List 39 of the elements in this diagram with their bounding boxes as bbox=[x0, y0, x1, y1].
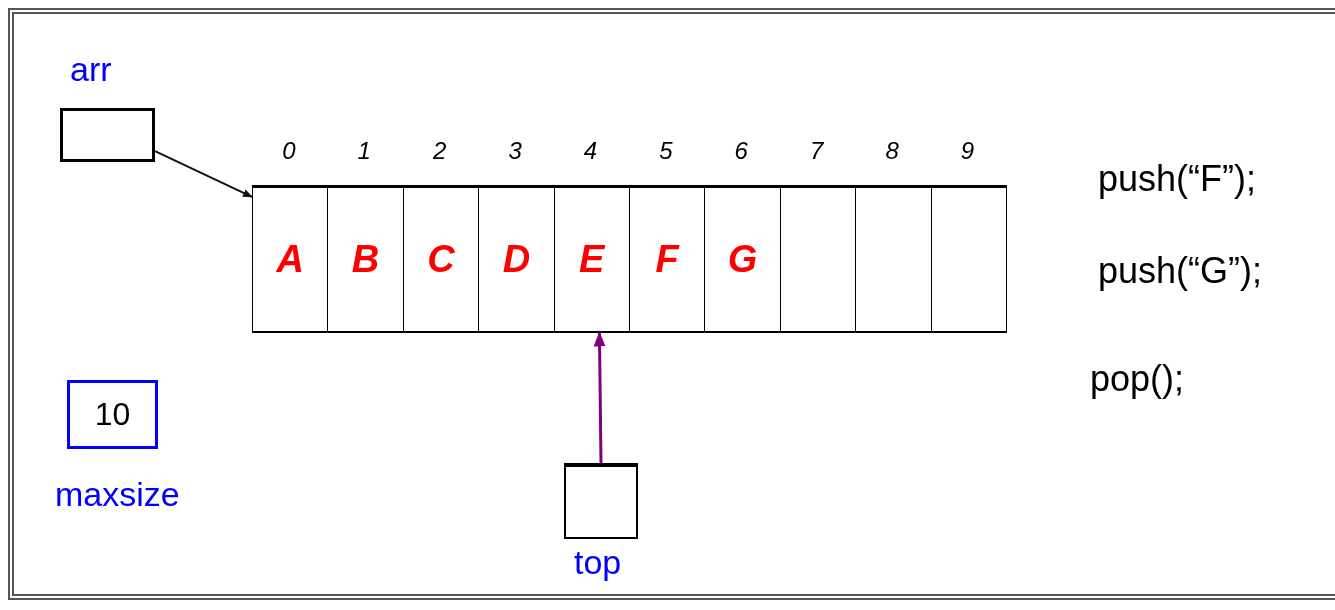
array-cell bbox=[478, 185, 555, 333]
index-label: 9 bbox=[960, 137, 975, 165]
array-cell bbox=[704, 185, 781, 333]
index-label: 0 bbox=[282, 137, 296, 165]
array-cell bbox=[252, 185, 329, 333]
arrow bbox=[593, 331, 606, 464]
array-cell bbox=[855, 185, 932, 333]
pointer-box bbox=[60, 108, 155, 162]
variable-name: maxsize bbox=[55, 475, 180, 514]
array-cell bbox=[402, 185, 480, 333]
cell-value: C bbox=[427, 238, 455, 281]
cell-value: G bbox=[727, 238, 758, 281]
cell-value: E bbox=[579, 238, 605, 281]
cell-value: B bbox=[351, 238, 380, 281]
code-statement: pop(); bbox=[1090, 358, 1185, 400]
array-cell bbox=[327, 185, 404, 333]
variable-name: top bbox=[574, 543, 622, 582]
index-label: 8 bbox=[885, 137, 899, 165]
index-label: 7 bbox=[810, 137, 824, 165]
index-label: 6 bbox=[734, 137, 748, 165]
array-cell bbox=[629, 185, 706, 333]
arrow bbox=[154, 150, 253, 198]
array-cell bbox=[930, 185, 1007, 333]
array-cell bbox=[779, 185, 857, 333]
variable-name: arr bbox=[70, 50, 112, 89]
array-cell bbox=[553, 185, 630, 333]
index-label: 5 bbox=[659, 137, 673, 165]
cell-value: A bbox=[276, 238, 304, 281]
pointer-box bbox=[564, 463, 638, 539]
code-statement: push(“F”); bbox=[1098, 158, 1256, 200]
index-label: 3 bbox=[508, 137, 522, 165]
cell-value: F bbox=[655, 238, 679, 281]
value-box bbox=[67, 380, 158, 449]
value-text: 10 bbox=[94, 396, 131, 433]
code-statement: push(“G”); bbox=[1098, 250, 1263, 292]
index-label: 1 bbox=[357, 137, 371, 165]
cell-value: D bbox=[502, 238, 531, 281]
index-label: 2 bbox=[433, 137, 447, 165]
index-label: 4 bbox=[583, 137, 598, 165]
